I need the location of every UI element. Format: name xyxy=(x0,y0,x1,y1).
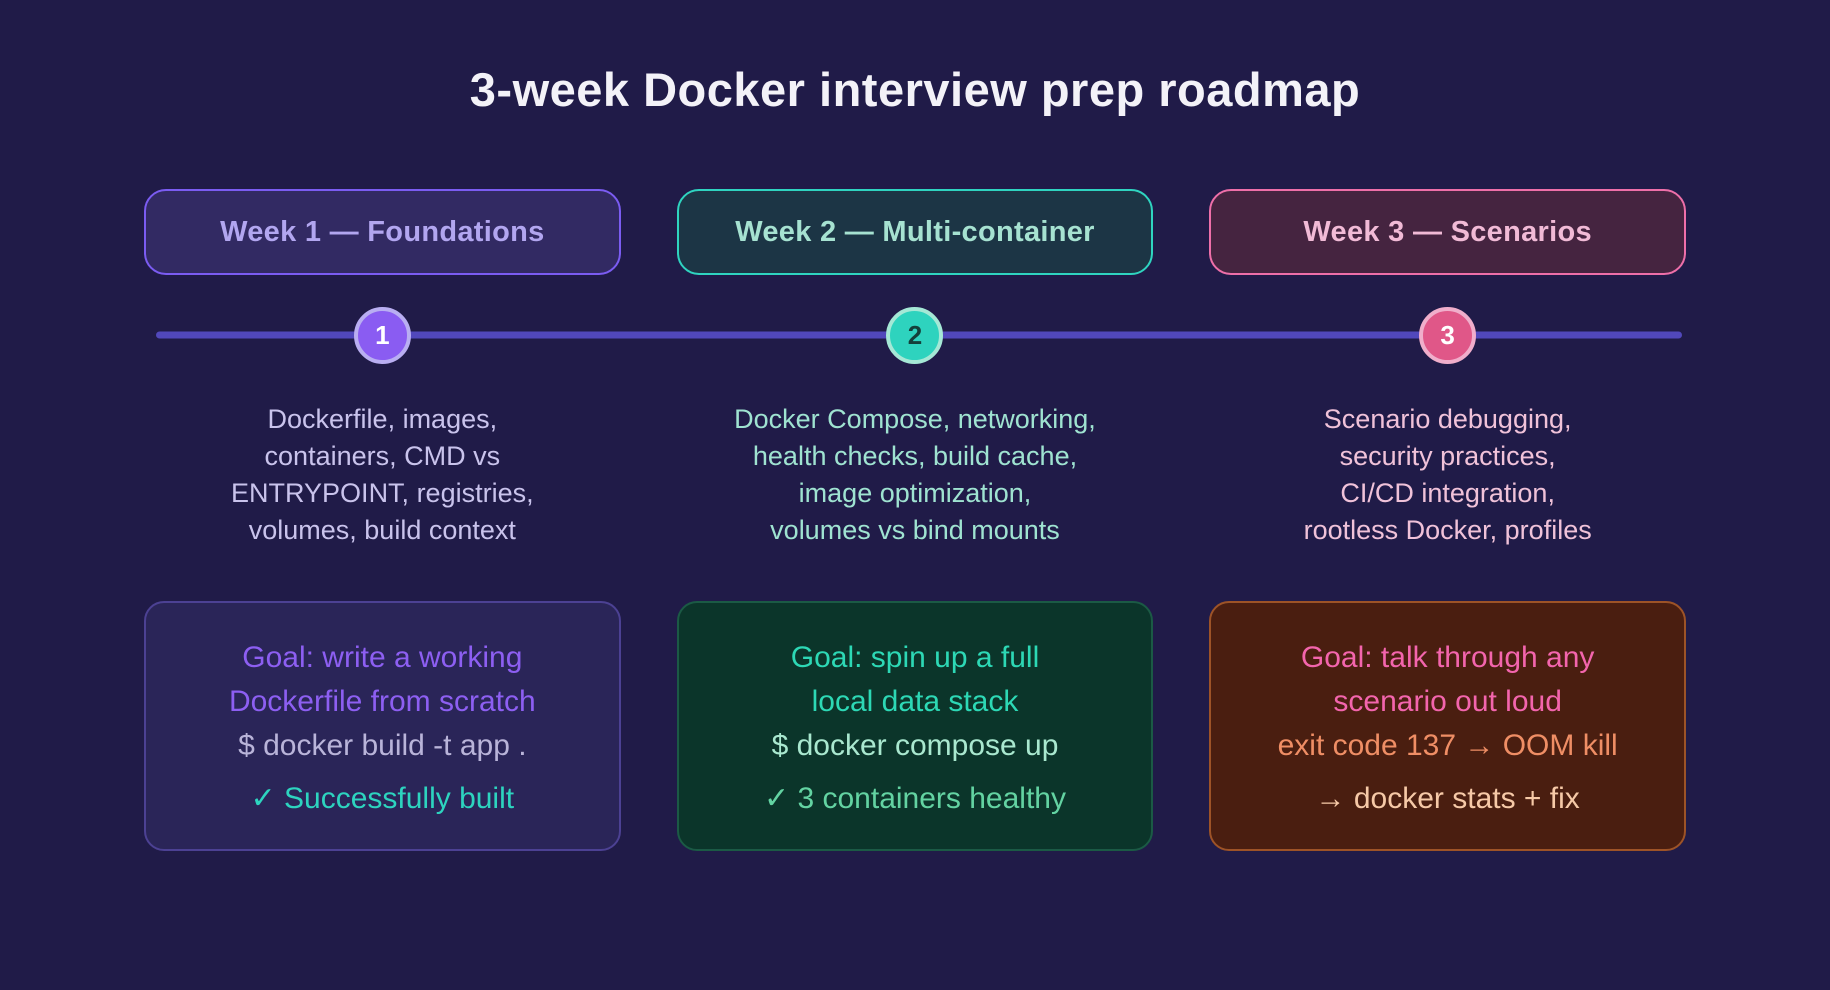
week1-goal-card: Goal: write a working Dockerfile from sc… xyxy=(144,601,621,851)
command-text: $ docker build -t app . xyxy=(238,729,527,762)
goal-text-line: Dockerfile from scratch xyxy=(228,685,536,718)
goal-text-line: Goal: write a working xyxy=(242,641,523,674)
goal-text-line: scenario out loud xyxy=(1333,685,1562,718)
topic-line: image optimization, xyxy=(798,478,1032,508)
page-title: 3-week Docker interview prep roadmap xyxy=(469,63,1361,116)
topic-line: volumes, build context xyxy=(248,515,516,545)
topic-line: Dockerfile, images, xyxy=(267,404,498,434)
week3-pill: Week 3 — Scenarios xyxy=(1209,189,1686,275)
roadmap-content: Week 1 — Foundations Week 2 — Multi-cont… xyxy=(144,189,1686,851)
timeline: 1 2 3 xyxy=(144,303,1686,367)
topic-line: containers, CMD vs xyxy=(264,441,501,471)
week1-topics: Dockerfile, images, containers, CMD vs E… xyxy=(144,401,621,549)
week3-topics: Scenario debugging, security practices, … xyxy=(1209,401,1686,549)
timeline-node-3: 3 xyxy=(1419,306,1477,364)
topic-line: CI/CD integration, xyxy=(1340,478,1555,508)
timeline-node-cell-2: 2 xyxy=(677,303,1154,367)
topic-line: security practices, xyxy=(1339,441,1556,471)
command-text: $ docker compose up xyxy=(771,729,1059,762)
goal-text-line: Goal: talk through any xyxy=(1300,641,1595,674)
goal-cards-row: Goal: write a working Dockerfile from sc… xyxy=(144,601,1686,851)
week1-pill: Week 1 — Foundations xyxy=(144,189,621,275)
timeline-node-cell-1: 1 xyxy=(144,303,621,367)
topic-line: health checks, build cache, xyxy=(752,441,1078,471)
topic-line: rootless Docker, profiles xyxy=(1303,515,1592,545)
week2-goal-card: Goal: spin up a full local data stack $ … xyxy=(676,601,1154,851)
topic-line: volumes vs bind mounts xyxy=(770,515,1060,545)
topics-row: Dockerfile, images, containers, CMD vs E… xyxy=(144,401,1686,549)
timeline-nodes: 1 2 3 xyxy=(144,303,1686,367)
result-text: → docker stats + fix xyxy=(1315,782,1580,815)
goal-text-line: local data stack xyxy=(811,685,1019,718)
topic-line: Docker Compose, networking, xyxy=(734,404,1096,434)
week3-goal-card: Goal: talk through any scenario out loud… xyxy=(1209,601,1686,851)
goal-text-line: Goal: spin up a full xyxy=(790,641,1040,674)
week1-pill-label: Week 1 — Foundations xyxy=(220,215,545,248)
topic-line: ENTRYPOINT, registries, xyxy=(231,478,534,508)
week-pills-row: Week 1 — Foundations Week 2 — Multi-cont… xyxy=(144,189,1686,275)
week3-pill-label: Week 3 — Scenarios xyxy=(1303,215,1592,248)
topic-line: Scenario debugging, xyxy=(1323,404,1572,434)
timeline-node-cell-3: 3 xyxy=(1209,303,1686,367)
timeline-node-1: 1 xyxy=(353,306,411,364)
command-text: exit code 137 → OOM kill xyxy=(1277,729,1618,762)
timeline-node-2: 2 xyxy=(886,306,944,364)
week2-topics: Docker Compose, networking, health check… xyxy=(677,401,1154,549)
result-text: ✓ 3 containers healthy xyxy=(764,782,1066,815)
week2-pill-label: Week 2 — Multi-container xyxy=(735,215,1095,248)
week2-pill: Week 2 — Multi-container xyxy=(676,189,1154,275)
result-text: ✓ Successfully built xyxy=(250,782,515,815)
